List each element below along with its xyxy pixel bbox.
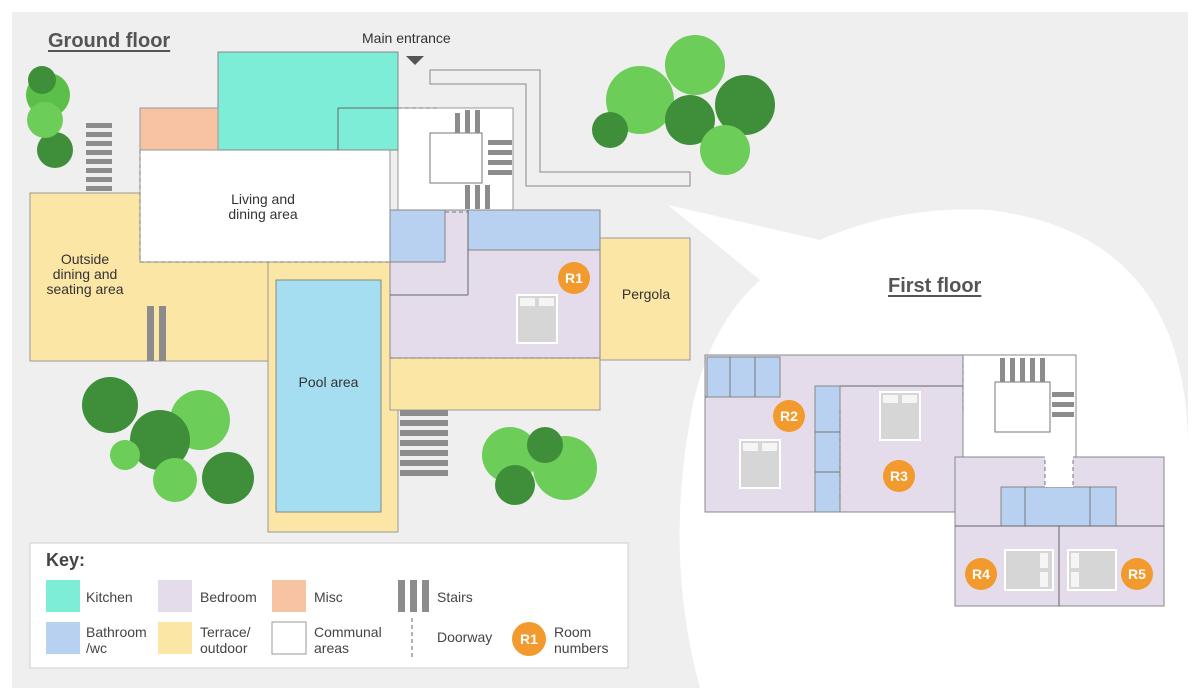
bathroom bbox=[1000, 486, 1117, 527]
entrance-arrow-icon bbox=[406, 56, 424, 65]
bed-icon bbox=[1004, 549, 1054, 591]
corridor bbox=[1045, 440, 1073, 487]
pool-area bbox=[275, 279, 382, 513]
room-badge-r2: R2 bbox=[773, 400, 805, 432]
key-misc-label: Misc bbox=[314, 589, 343, 605]
main-entrance-label: Main entrance bbox=[362, 30, 451, 46]
key-bedroom-label: Bedroom bbox=[200, 589, 257, 605]
key-misc-swatch bbox=[272, 580, 306, 612]
bed-icon bbox=[739, 439, 781, 489]
living-dining-label: Living and dining area bbox=[228, 191, 298, 222]
stair-landing bbox=[429, 132, 483, 184]
key-terrace-swatch bbox=[158, 622, 192, 654]
bathroom bbox=[467, 209, 601, 251]
stairs-icon bbox=[455, 110, 512, 209]
stairs-icon bbox=[147, 306, 166, 361]
key-communal-label: Communal areas bbox=[314, 624, 382, 656]
entrance-path bbox=[429, 69, 691, 187]
stairs-icon bbox=[400, 410, 448, 476]
outside-dining-label: Outside dining and seating area bbox=[46, 251, 124, 297]
key-stairs-label: Stairs bbox=[437, 589, 473, 605]
key-room-badge: R1 bbox=[512, 622, 546, 656]
kitchen bbox=[217, 51, 399, 151]
key-bedroom-swatch bbox=[158, 580, 192, 612]
tree-icon bbox=[82, 377, 254, 504]
key-bathroom-swatch bbox=[46, 622, 80, 654]
ground-floor-title: Ground floor bbox=[48, 30, 171, 52]
pool-area-label: Pool area bbox=[298, 374, 359, 390]
room-badge-r3: R3 bbox=[883, 460, 915, 492]
bed-icon bbox=[516, 294, 558, 344]
bed-icon bbox=[879, 391, 921, 441]
room-badge-r4: R4 bbox=[965, 558, 997, 590]
misc-room bbox=[139, 107, 219, 151]
key-stairs-swatch bbox=[398, 580, 429, 612]
pergola-label: Pergola bbox=[621, 286, 671, 302]
bathroom bbox=[814, 385, 841, 513]
tree-icon bbox=[482, 427, 597, 505]
room-badge-r1: R1 bbox=[558, 262, 590, 294]
key-terrace-label: Terrace/ outdoor bbox=[200, 624, 251, 656]
first-floor-stair-landing bbox=[994, 381, 1051, 433]
stairs-icon bbox=[86, 123, 112, 191]
key-kitchen-label: Kitchen bbox=[86, 589, 133, 605]
key-bathroom-label: Bathroom /wc bbox=[86, 624, 147, 656]
key-kitchen-swatch bbox=[46, 580, 80, 612]
room-badge-r5: R5 bbox=[1121, 558, 1153, 590]
key-title: Key: bbox=[46, 550, 86, 570]
bathroom bbox=[389, 209, 446, 263]
bed-icon bbox=[1067, 549, 1117, 591]
bathroom bbox=[706, 356, 781, 398]
key-communal-swatch bbox=[271, 621, 307, 655]
key-doorway-label: Doorway bbox=[437, 629, 493, 645]
key-room-numbers-label: Room numbers bbox=[554, 624, 609, 656]
stairs-icon bbox=[1000, 358, 1074, 417]
tree-icon bbox=[592, 35, 775, 175]
tree-icon bbox=[26, 66, 73, 168]
first-floor-title: First floor bbox=[888, 275, 982, 297]
